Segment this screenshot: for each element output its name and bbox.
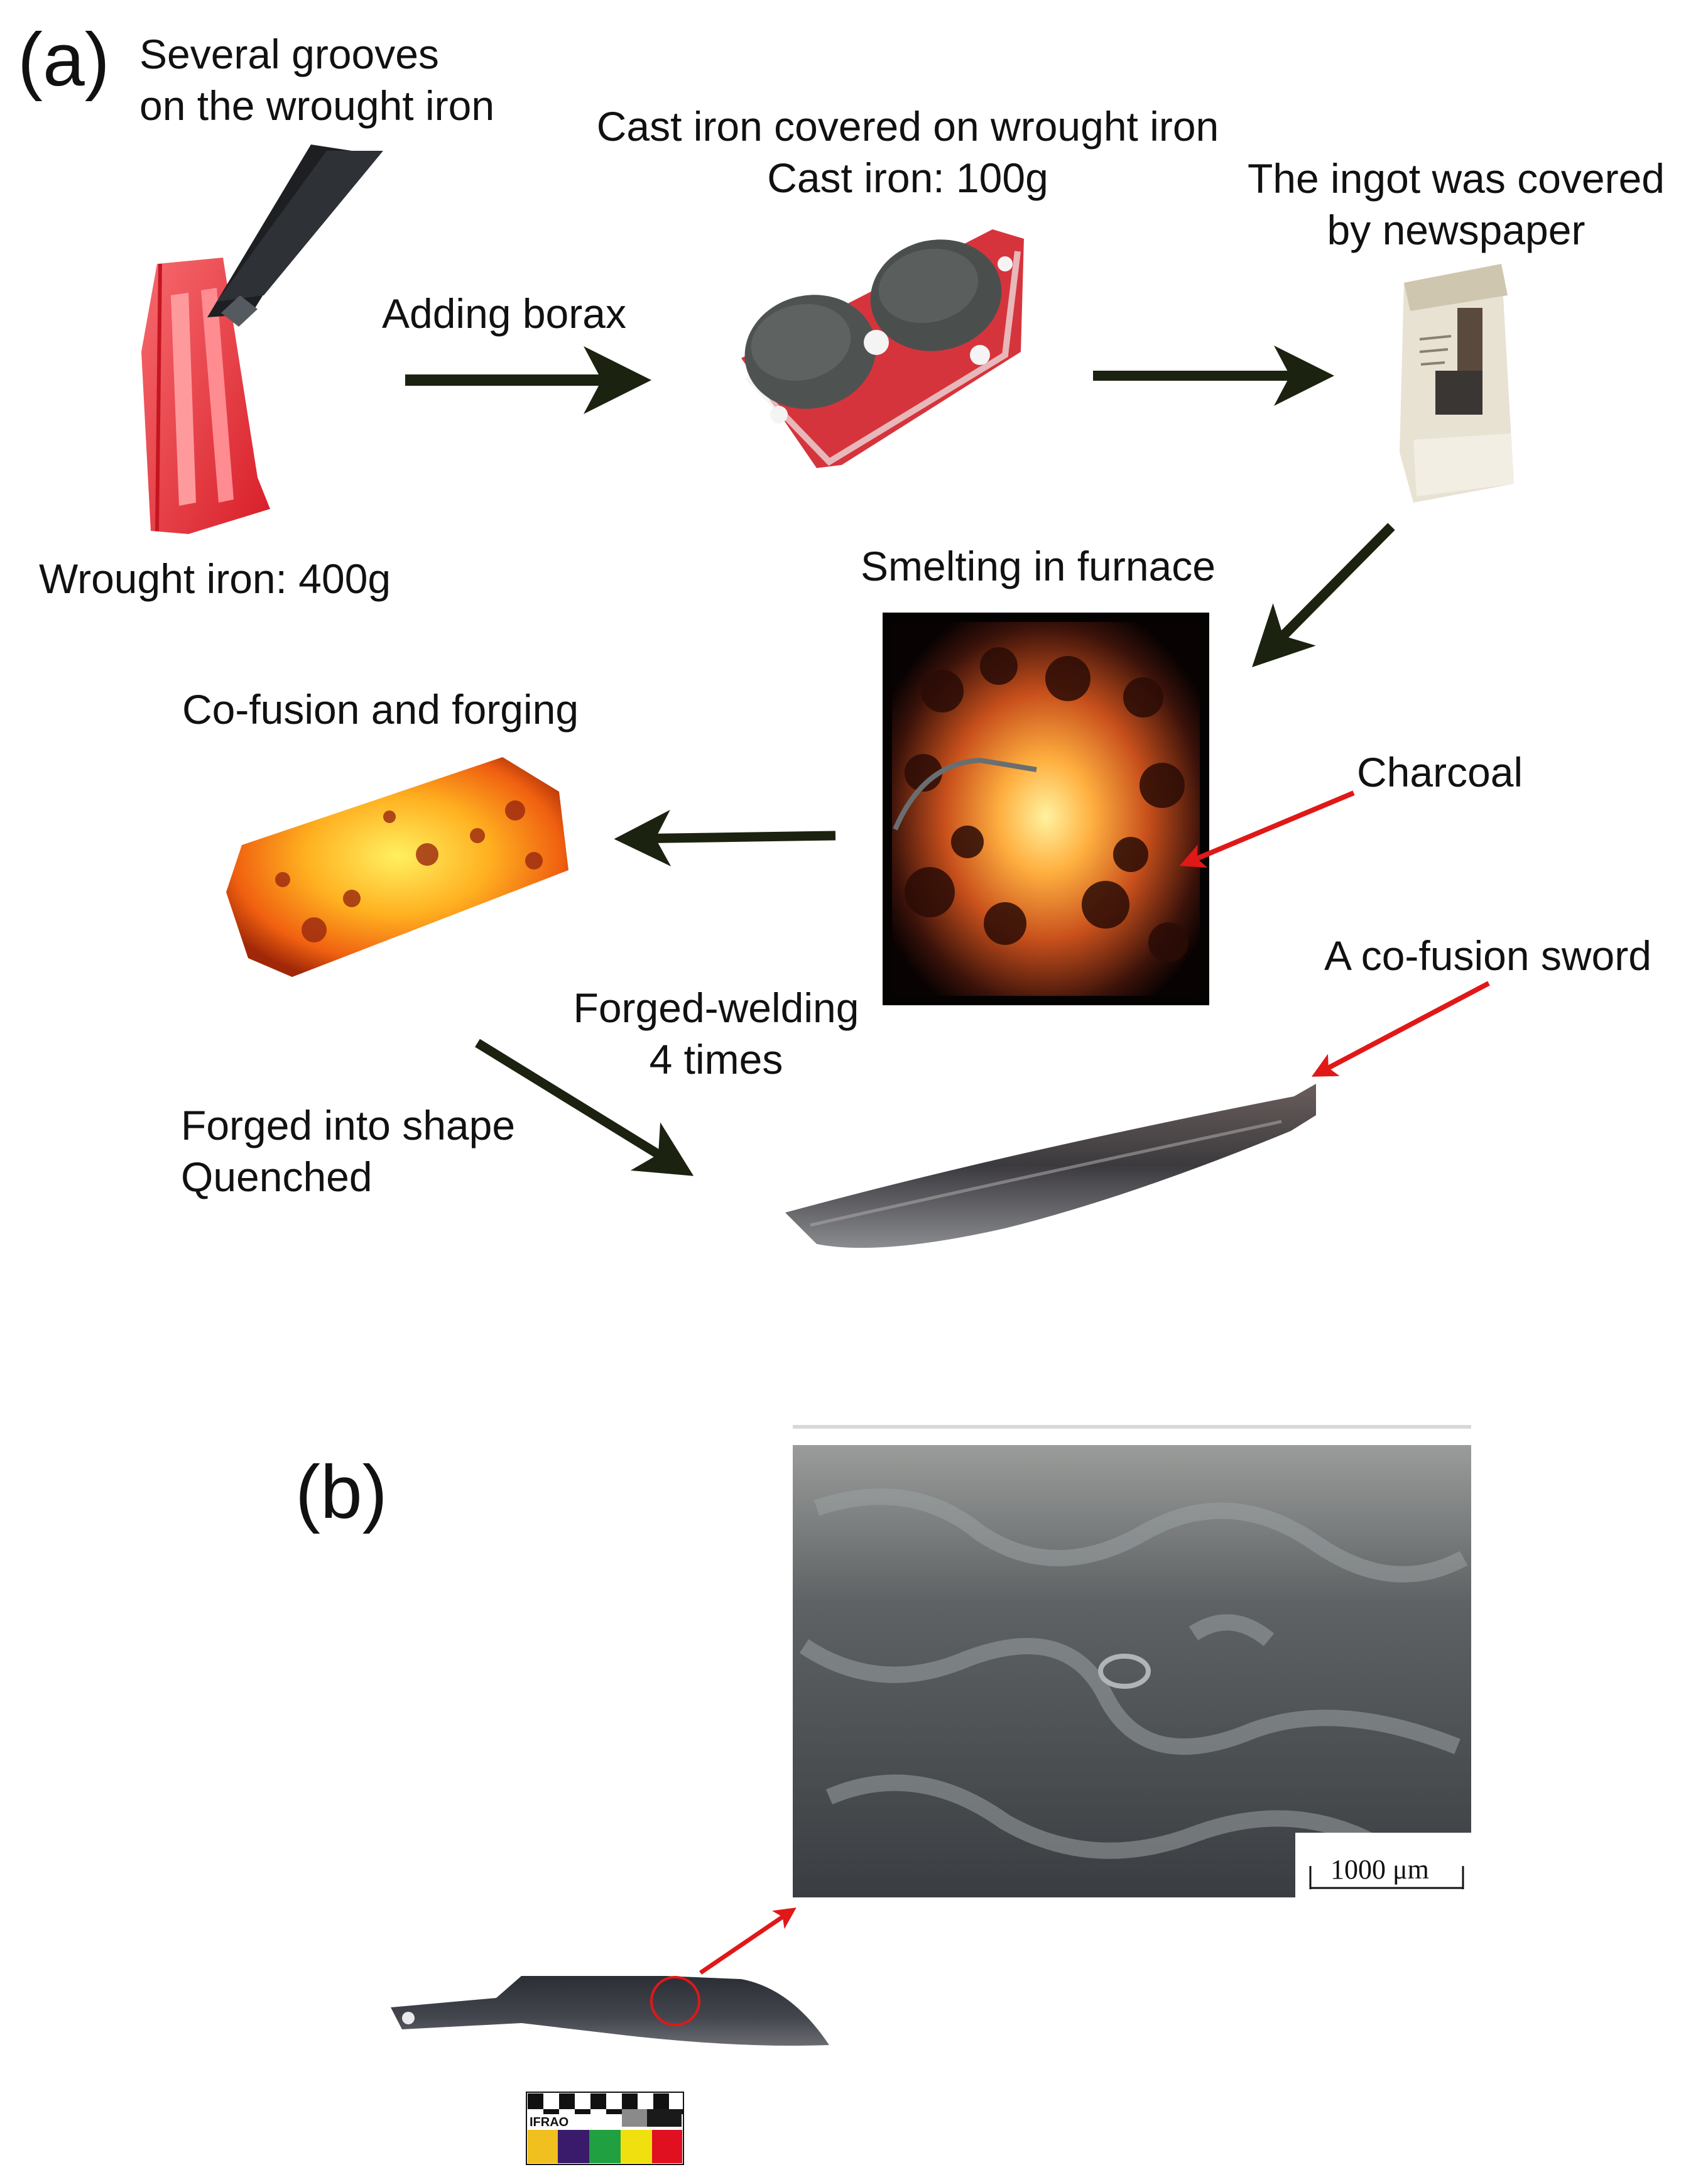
ifrao-color-card: IFRAO: [526, 2092, 684, 2165]
charcoal-label: Charcoal: [1357, 749, 1523, 795]
arrow-shape: [475, 1039, 694, 1176]
micrograph-image: [793, 1425, 1471, 1897]
arrow-charcoal: [1179, 790, 1355, 868]
newspaper-label: The ingot was covered by newspaper: [1247, 155, 1665, 253]
grooves-label: Several grooves on the wrought iron: [139, 31, 495, 129]
smelting-label: Smelting in furnace: [861, 543, 1216, 589]
welding-label: Forged-welding 4 times: [573, 985, 859, 1083]
borax-label: Adding borax: [382, 290, 626, 337]
shape-label: Forged into shape Quenched: [181, 1102, 516, 1200]
cast-iron-label: Cast iron covered on wrought iron Cast i…: [596, 103, 1219, 201]
wrought-iron-label: Wrought iron: 400g: [39, 555, 391, 602]
tongs-icon: [207, 145, 383, 327]
arrow-cofusion: [614, 809, 836, 866]
sample-blade: [391, 1976, 829, 2046]
wrought-iron-block: [141, 258, 270, 534]
scale-bar-label: 1000 μm: [1330, 1854, 1429, 1885]
furnace-image: [883, 613, 1209, 1005]
cast-iron-ingot: [741, 229, 1024, 468]
arrow-sword: [1311, 981, 1490, 1077]
ifrao-card-label: IFRAO: [530, 2115, 568, 2129]
glowing-ingot: [226, 757, 568, 977]
arrow-micrograph: [699, 1907, 797, 1975]
cofusion-sword: [785, 1084, 1316, 1248]
sword-label: A co-fusion sword: [1324, 932, 1651, 979]
newspaper-ingot: [1400, 264, 1514, 503]
arrow-smelt: [1252, 523, 1395, 668]
panel-b-label: (b): [295, 1450, 388, 1534]
panel-a-label: (a): [18, 18, 110, 102]
cofusion-label: Co-fusion and forging: [182, 686, 579, 733]
